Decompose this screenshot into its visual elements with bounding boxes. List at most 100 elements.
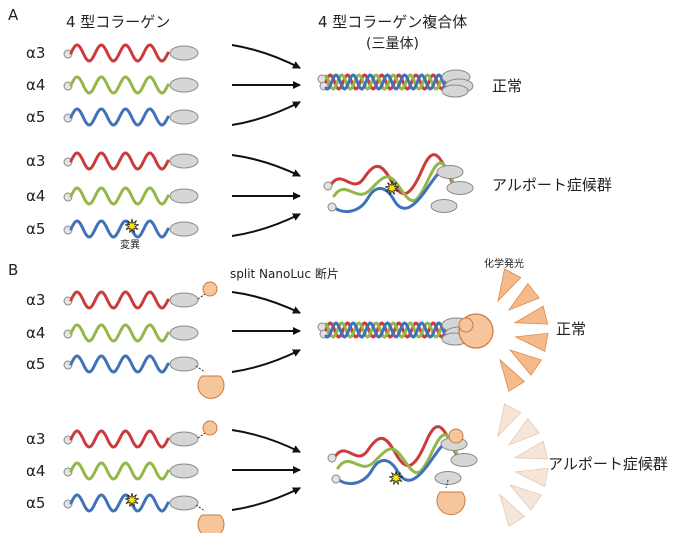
- chain-b-mutant-a4-helix: [69, 461, 170, 481]
- chain-b-mutant-a5-helix: [69, 493, 170, 513]
- label-a-normal-a5: α5: [26, 108, 46, 126]
- mutation-star-complex-a: [384, 180, 400, 195]
- chain-a-normal-a5-helix: [69, 107, 170, 127]
- status-a-disease: アルポート症候群: [492, 176, 612, 194]
- arrow-a-mutant-1: [231, 154, 301, 177]
- label-b-normal-a3: α3: [26, 291, 46, 309]
- chain-a-mutant-a5-helix: [69, 219, 170, 239]
- complex-b-disease-n-end: [327, 453, 337, 463]
- complex-b-disease-nc1: [450, 453, 478, 467]
- label-b-mutant-a5: α5: [26, 494, 46, 512]
- chain-a-normal-a4-nc1-domain: [169, 77, 199, 93]
- status-a-normal: 正常: [492, 77, 523, 95]
- chain-b-mutant-a3-helix: [69, 429, 170, 449]
- complex-b-disease-strand-a4: [336, 433, 462, 474]
- complex-a-disease-n-end: [327, 202, 337, 212]
- chain-b-normal-a5-nc1-domain: [169, 356, 199, 372]
- label-a-mutant-a4: α4: [26, 187, 46, 205]
- label-b-mutant-a4: α4: [26, 462, 46, 480]
- mutation-label: 変異: [120, 240, 140, 251]
- label-b-normal-a5: α5: [26, 355, 46, 373]
- light-ray-strong-6: [499, 358, 526, 392]
- light-ray-strong-3: [513, 305, 549, 325]
- chain-a-normal-a5-nc1-domain: [169, 109, 199, 125]
- chain-b-normal-a3-linker: [197, 293, 206, 300]
- complex-b-normal-strand-a4: [324, 321, 448, 339]
- complex-a-disease-nc1: [446, 181, 474, 195]
- light-ray-faint-3: [513, 440, 549, 460]
- complex-b-disease-nc1: [434, 471, 462, 485]
- light-ray-faint-1: [497, 403, 522, 438]
- light-ray-faint-2: [507, 417, 540, 446]
- label-b-mutant-a3: α3: [26, 430, 46, 448]
- label-a-mutant-a3: α3: [26, 152, 46, 170]
- chain-b-normal-a3-helix: [69, 290, 170, 310]
- status-b-normal: 正常: [556, 320, 587, 338]
- complex-layer: [317, 69, 478, 486]
- complex-a-normal-strand-a3: [324, 73, 448, 91]
- chain-a-normal-a3-nc1-domain: [169, 45, 199, 61]
- complex-a-normal-nc1-hexamer: [441, 84, 469, 98]
- chain-b-mutant-a5-nanoluc-large: [197, 514, 225, 533]
- complex-a-disease-n-end: [323, 181, 333, 191]
- chain-b-mutant-a5-nc1-domain: [169, 495, 199, 511]
- nanoluc-large-unbound: [436, 491, 466, 516]
- chain-a-mutant-a5-mutation-star: [124, 218, 140, 233]
- chain-b-mutant-a4-nc1-domain: [169, 463, 199, 479]
- arrow-b-mutant-1: [231, 429, 301, 453]
- complex-b-disease-strand-a3: [332, 425, 458, 467]
- status-b-disease: アルポート症候群: [548, 455, 668, 473]
- chain-b-normal-a4-helix: [69, 323, 170, 343]
- complex-b-disease-strand-a5: [334, 439, 464, 486]
- trimer-subtitle: (三量体): [366, 36, 419, 52]
- luminescence-label: 化学発光: [484, 259, 524, 270]
- chain-b-normal-a4-nc1-domain: [169, 325, 199, 341]
- nanoluc-small-unbound: [448, 428, 464, 444]
- light-ray-faint-4: [514, 467, 549, 488]
- chain-a-mutant-a4-nc1-domain: [169, 188, 199, 204]
- arrow-a-mutant-3: [231, 213, 301, 237]
- arrow-b-normal-3: [231, 349, 301, 373]
- chain-layer: [63, 43, 225, 533]
- nanoluc-small-bound: [458, 317, 474, 333]
- light-ray-faint-5: [509, 484, 542, 511]
- chain-a-mutant-a3-nc1-domain: [169, 153, 199, 169]
- chain-a-mutant-a3-helix: [69, 151, 170, 171]
- chain-b-mutant-a5-linker: [195, 504, 206, 512]
- chain-a-normal-a4-helix: [69, 75, 170, 95]
- light-ray-faint-6: [499, 493, 526, 527]
- label-b-normal-a4: α4: [26, 324, 46, 342]
- arrow-layer: [231, 44, 301, 511]
- chain-b-normal-a3-nc1-domain: [169, 292, 199, 308]
- chain-b-mutant-a3-nc1-domain: [169, 431, 199, 447]
- light-ray-strong-1: [497, 268, 522, 303]
- arrow-b-normal-1: [231, 291, 301, 314]
- chain-b-normal-a3-nanoluc-small: [202, 281, 218, 297]
- complex-b-disease-n-end: [331, 474, 341, 484]
- panel-a-label: A: [8, 6, 19, 24]
- complex-a-disease-nc1: [436, 165, 464, 179]
- complex-title: 4 型コラーゲン複合体: [318, 13, 468, 31]
- panel-b-label: B: [8, 261, 19, 279]
- chain-b-mutant-a5-mutation-star: [124, 492, 140, 507]
- chain-b-normal-a5-helix: [69, 354, 170, 374]
- complex-b-normal-strand-a3: [324, 321, 448, 339]
- complex-b-normal-strand-a5: [324, 321, 448, 339]
- complex-a-normal-strand-a4: [324, 73, 448, 91]
- chain-b-normal-a5-linker: [195, 365, 206, 373]
- arrow-a-normal-3: [231, 101, 301, 126]
- chain-column-title: 4 型コラーゲン: [66, 13, 171, 31]
- chain-b-mutant-a3-nanoluc-small: [202, 420, 218, 436]
- chain-b-mutant-a3-linker: [197, 432, 206, 439]
- light-ray-strong-5: [509, 349, 542, 376]
- chain-a-normal-a3-helix: [69, 43, 170, 63]
- chain-a-mutant-a4-helix: [69, 186, 170, 206]
- mutation-star-complex-b: [388, 470, 404, 485]
- complex-a-normal-strand-a5: [324, 73, 448, 91]
- complex-a-disease-strand-a5: [330, 167, 460, 214]
- label-a-normal-a3: α3: [26, 44, 46, 62]
- effects-layer: [124, 180, 549, 527]
- label-a-normal-a4: α4: [26, 76, 46, 94]
- complex-a-disease-nc1: [430, 199, 458, 213]
